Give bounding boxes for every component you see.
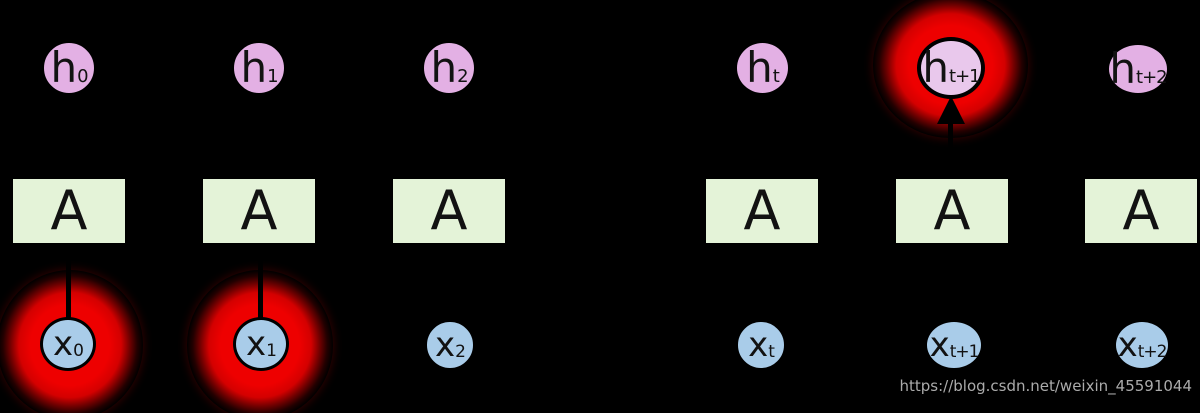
node-ht2-label: h [1109, 44, 1137, 93]
cell-a-5: A [1083, 177, 1199, 245]
cell-a-1-label: A [240, 179, 278, 242]
connector-a3-ht [760, 96, 765, 177]
node-x1-label: x [246, 324, 267, 364]
node-ht1-subscript: t+1 [949, 66, 981, 87]
connector-a4-ht1-shaft [948, 121, 953, 177]
arrowhead-ht1 [937, 96, 965, 124]
node-ht-subscript: t [772, 66, 780, 87]
cell-a-0: A [11, 177, 127, 245]
cell-a-4-label: A [933, 179, 971, 242]
node-xt2-subscript: t+2 [1137, 341, 1168, 362]
cell-a-5-label: A [1122, 179, 1160, 242]
cell-a-0-label: A [50, 179, 88, 242]
cell-a-2: A [391, 177, 507, 245]
node-x0-label: x [53, 324, 74, 364]
cell-a-4: A [894, 177, 1010, 245]
connector-a1-h1 [257, 96, 262, 177]
watermark-url: https://blog.csdn.net/weixin_45591044 [899, 377, 1192, 395]
node-xt1-subscript: t+1 [949, 341, 980, 362]
node-xt-subscript: t [768, 341, 775, 362]
connector-a0-a1 [127, 208, 201, 213]
node-ht1-label: h [922, 43, 950, 92]
node-x2-subscript: 2 [455, 341, 466, 362]
node-h2-label: h [430, 43, 458, 92]
cell-a-3-label: A [743, 179, 781, 242]
connector-xt2-a5 [1139, 245, 1144, 321]
connector-x2-a2 [447, 245, 452, 321]
node-h2-subscript: 2 [457, 66, 468, 87]
connector-a2-h2 [447, 96, 452, 177]
node-xt1-label: x [929, 325, 950, 365]
node-h0-subscript: 0 [77, 66, 88, 87]
node-h0-label: h [50, 43, 78, 92]
node-ht-label: h [746, 43, 773, 92]
node-h1-subscript: 1 [267, 66, 278, 87]
connector-x1-a1 [258, 245, 263, 321]
node-x0-subscript: 0 [73, 340, 84, 361]
connector-xt1-a4 [950, 245, 955, 321]
node-h1-label: h [240, 43, 268, 92]
connector-x0-a0 [66, 245, 71, 321]
cell-a-1: A [201, 177, 317, 245]
connector-a5-ht2 [1136, 98, 1141, 177]
connector-a3-a4 [820, 208, 894, 213]
node-x1-subscript: 1 [266, 340, 277, 361]
connector-a0-h0 [67, 96, 72, 177]
connector-a1-a2 [317, 208, 391, 213]
node-x2-label: x [435, 325, 456, 365]
cell-a-3: A [704, 177, 820, 245]
connector-a2-gap [507, 208, 563, 213]
node-xt2-label: x [1117, 325, 1138, 365]
node-xt-label: x [748, 325, 769, 365]
connector-gap-a3 [648, 208, 704, 213]
connector-a4-a5 [1010, 208, 1083, 213]
cell-a-2-label: A [430, 179, 468, 242]
node-ht2-subscript: t+2 [1136, 67, 1168, 88]
connector-xt-a3 [759, 245, 764, 321]
